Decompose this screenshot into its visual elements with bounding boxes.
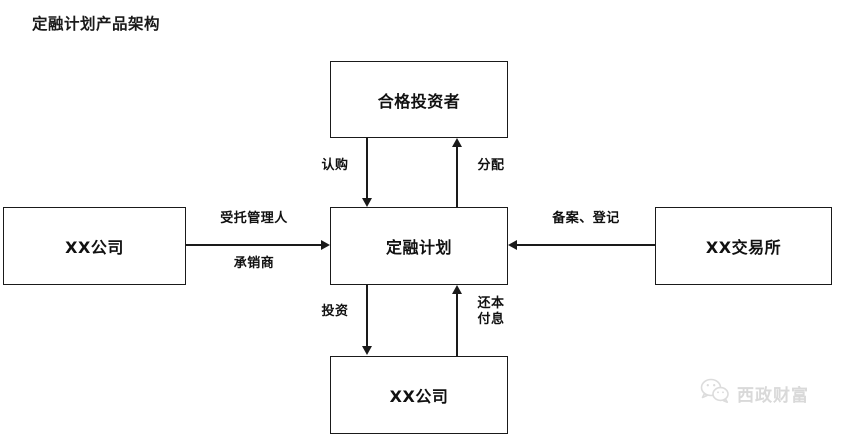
- node-label: XX公司: [389, 387, 449, 406]
- edge-subscribe-line: [366, 138, 368, 199]
- edge-invest-line: [366, 285, 368, 347]
- node-company-left: XX公司: [3, 207, 186, 285]
- edge-distribute-line: [456, 146, 458, 207]
- edge-label-invest: 投资: [321, 304, 349, 319]
- edge-trustee-arrowhead: [321, 240, 330, 250]
- node-exchange: XX交易所: [655, 207, 832, 285]
- edge-label-filing: 备案、登记: [552, 211, 620, 226]
- wechat-icon: [700, 378, 730, 408]
- node-label: 合格投资者: [377, 91, 461, 111]
- edge-trustee-line: [186, 244, 322, 246]
- watermark-text: 西政财富: [737, 385, 809, 406]
- edge-label-distribute: 分配: [477, 158, 505, 173]
- edge-filing-arrowhead: [508, 240, 517, 250]
- node-qualified-investors: 合格投资者: [330, 61, 508, 138]
- edge-distribute-arrowhead: [452, 138, 462, 147]
- node-label: XX公司: [65, 238, 124, 257]
- edge-invest-arrowhead: [362, 346, 372, 355]
- edge-subscribe-arrowhead: [362, 198, 372, 207]
- node-financing-plan: 定融计划: [330, 207, 508, 285]
- node-label: XX交易所: [705, 238, 782, 257]
- watermark: 西政财富: [700, 378, 809, 408]
- edge-label-trustee: 受托管理人: [220, 211, 288, 226]
- node-company-bottom: XX公司: [330, 356, 508, 434]
- edge-label-subscribe: 认购: [321, 158, 349, 173]
- edge-label-repay: 还本 付息: [477, 296, 505, 328]
- edge-filing-line: [517, 244, 655, 246]
- page-title: 定融计划产品架构: [32, 15, 161, 33]
- node-label: 定融计划: [385, 238, 452, 257]
- edge-repay-line: [456, 293, 458, 356]
- edge-repay-arrowhead: [452, 285, 462, 294]
- edge-label-underwriter: 承销商: [233, 256, 275, 271]
